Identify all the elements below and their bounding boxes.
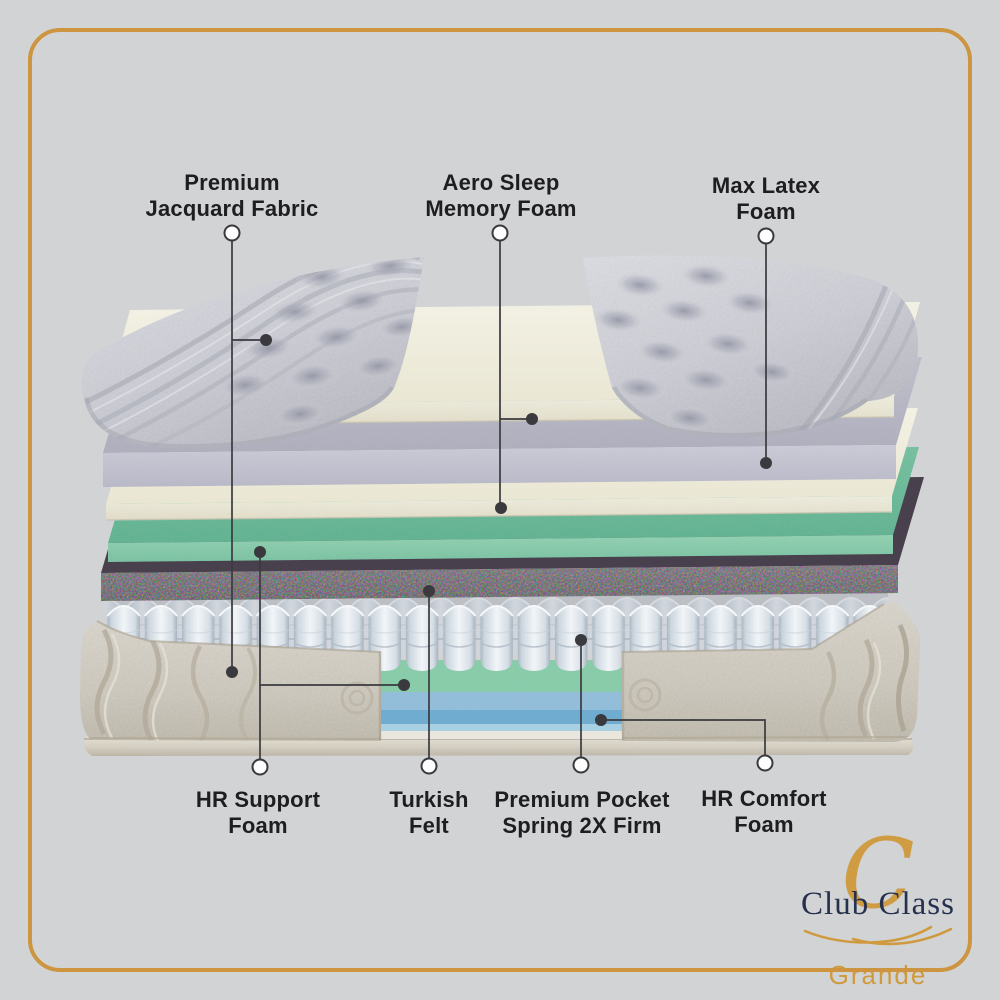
brand-subname: Grande: [828, 960, 928, 990]
jacquard-fabric-left: [81, 257, 424, 449]
leader-pocket-spring: [572, 634, 590, 774]
brand-flourish-icon: [803, 925, 953, 946]
leader-hr-support: [251, 546, 410, 776]
inner-comfort-layers: [378, 660, 626, 739]
brand-logo: C Club Class Grande: [778, 826, 978, 991]
leader-max-latex: [757, 227, 775, 469]
base-cover-left: [80, 620, 382, 741]
leader-premium-jacquard: [223, 224, 272, 678]
jacquard-fabric-right: [583, 255, 918, 438]
leader-aero-sleep: [491, 224, 538, 514]
brand-name: Club Class: [801, 886, 955, 922]
leader-lines: [223, 224, 775, 776]
leader-hr-comfort: [595, 714, 774, 772]
base-cover-right: [621, 601, 921, 742]
brand-monogram-icon: C: [841, 818, 915, 930]
leader-turkish-felt: [420, 585, 438, 775]
